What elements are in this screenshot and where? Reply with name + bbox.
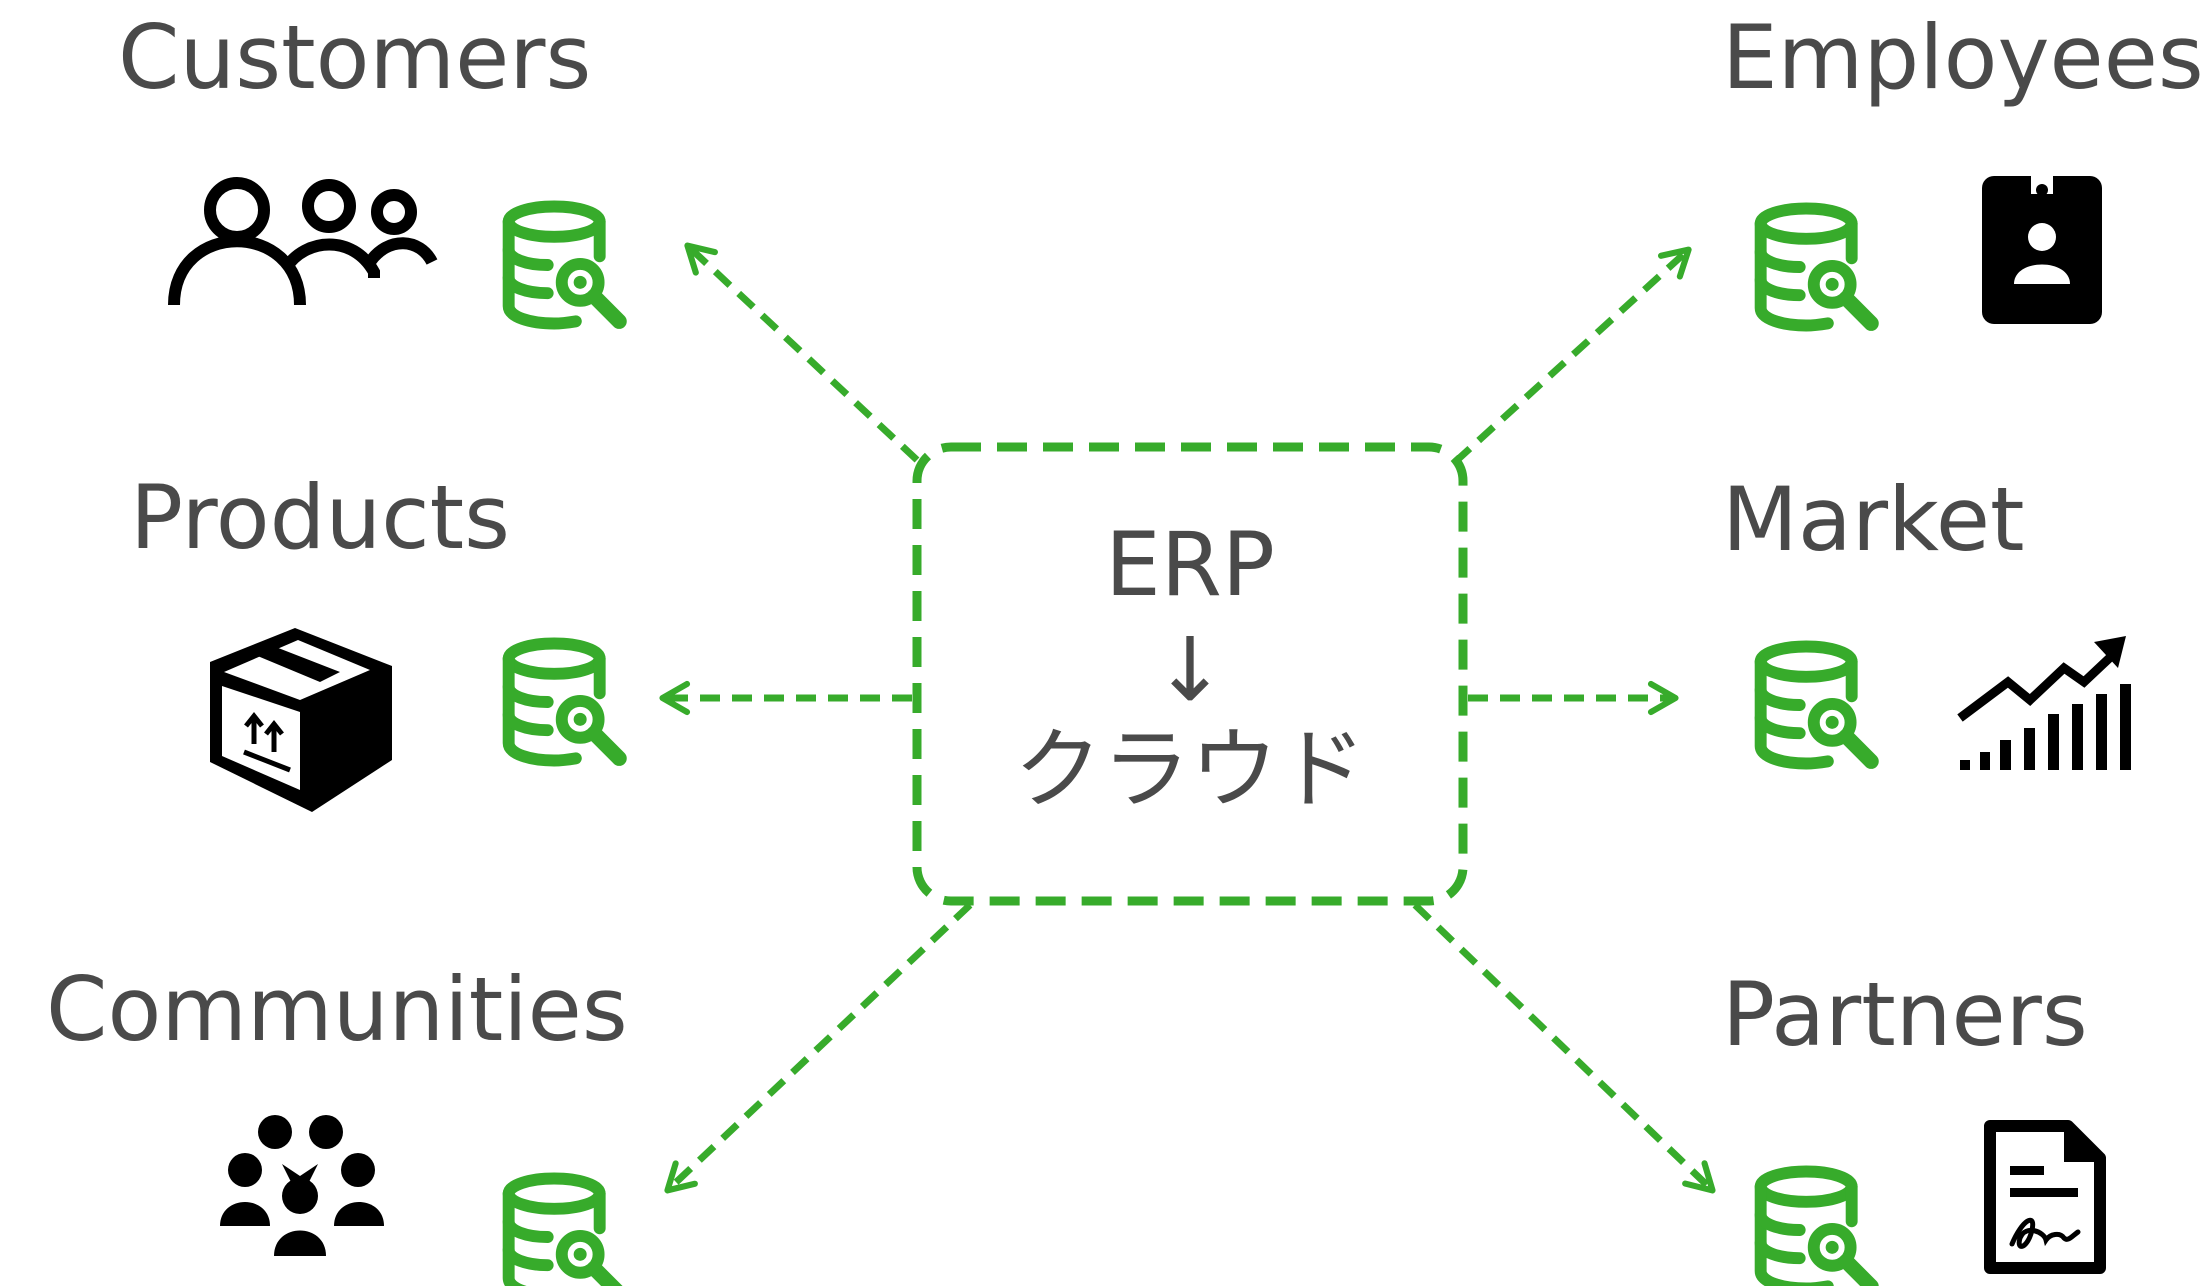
center-down-arrow: ↓	[1153, 618, 1227, 721]
node-label-market: Market	[1722, 468, 2025, 571]
center-title: ERP	[1105, 513, 1275, 616]
connectors	[659, 242, 1716, 1194]
database-search-icon	[1761, 1172, 1872, 1286]
database-search-icon	[1761, 209, 1872, 326]
connector-communities	[664, 902, 973, 1194]
people-group-icon	[168, 177, 438, 306]
market-growth-chart-icon	[1957, 636, 2131, 770]
node-label-communities: Communities	[46, 958, 628, 1061]
signed-contract-icon	[1984, 1120, 2106, 1274]
node-label-customers: Customers	[118, 6, 591, 109]
community-people-icon	[220, 1115, 384, 1256]
connector-employees	[1452, 246, 1692, 465]
database-search-icon	[509, 1179, 620, 1286]
center-subtitle: クラウド	[1014, 718, 1366, 821]
database-search-icon	[509, 207, 620, 324]
node-label-partners: Partners	[1722, 963, 2088, 1066]
database-search-icon	[509, 644, 620, 761]
connector-partners	[1412, 902, 1716, 1194]
database-search-icon	[1761, 647, 1872, 764]
id-badge-icon	[1982, 176, 2102, 324]
node-label-employees: Employees	[1722, 6, 2204, 109]
node-label-products: Products	[130, 466, 510, 569]
connector-customers	[684, 242, 920, 463]
package-box-icon	[210, 628, 392, 812]
erp-cloud-box: ERP ↓ クラウド	[912, 442, 1468, 906]
